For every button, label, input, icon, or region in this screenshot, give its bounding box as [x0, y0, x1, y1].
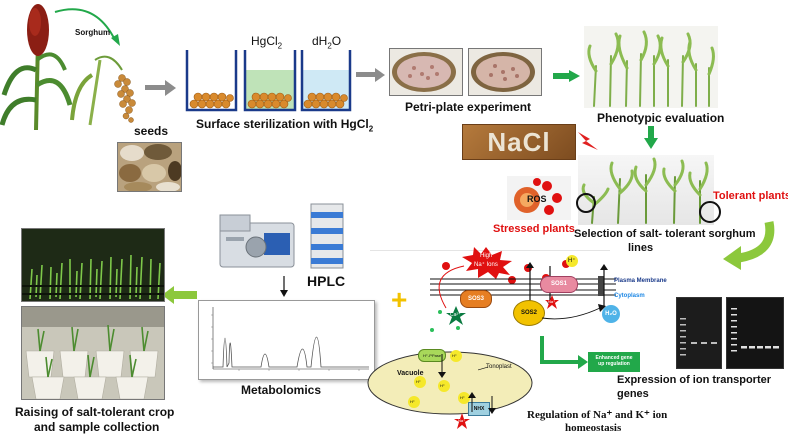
regulation-label-line1: Regulation of Na⁺ and K⁺ ion — [527, 409, 668, 421]
arrow-hplc-to-chromatogram — [280, 276, 288, 297]
h2o-label: H₂O — [605, 311, 617, 317]
seedling-tray-photo — [21, 228, 165, 302]
arrow-petri-to-phenotypic — [553, 70, 580, 82]
vacuole-h-label-1: H⁺ — [416, 379, 421, 384]
ros-label: ROS — [527, 194, 547, 204]
vacuole-h-label-5: H⁺ — [460, 395, 465, 400]
raising-label-line1: Raising of salt-tolerant crop — [15, 405, 175, 419]
tonoplast-label: Tonoplast — [486, 364, 512, 370]
section-divider — [370, 250, 610, 251]
tolerant-stem-circle — [699, 201, 721, 223]
tonoplast-pointer — [478, 366, 488, 371]
seeds-photo — [117, 142, 182, 192]
ca-ion-label: Ca²⁺ — [450, 312, 461, 318]
gel-image-1 — [676, 297, 722, 369]
enhanced-gene-line1: Enhanced gene — [595, 355, 633, 361]
h-ion-top — [566, 255, 578, 267]
na-ion-star-label: Na⁺ — [548, 299, 556, 304]
tolerant-plants-label: Tolerant plants — [713, 190, 788, 202]
chromatogram-panel — [198, 300, 375, 380]
potted-plants-photo — [21, 306, 165, 400]
petri-plate-label: Petri-plate experiment — [405, 100, 532, 114]
selection-label-line1: Selection of salt- tolerant sorghum — [574, 228, 756, 240]
high-na-label-line1: High — [480, 253, 493, 259]
sos3-label: SOS3 — [467, 296, 484, 302]
metabolomics-label: Metabolomics — [241, 383, 322, 397]
plus-sign: + — [391, 284, 408, 315]
h-ppase-label: H⁺-PPase — [422, 353, 442, 358]
selection-label-line2: lines — [628, 242, 654, 254]
enhanced-gene-box: Enhanced gene up regulation — [588, 352, 640, 372]
sos2-protein: SOS2 — [513, 300, 545, 326]
sorghum-plant-illustration — [0, 4, 136, 131]
hplc-label: HPLC — [307, 273, 346, 289]
vacuole-h-label-4: H⁺ — [410, 399, 415, 404]
nacl-label: NaCl — [487, 127, 551, 157]
high-na-label-line2: Na⁺ Ions — [474, 262, 498, 268]
salt-stressed-plants-photo — [578, 155, 714, 225]
expression-label-line1: Expression of ion transporter — [617, 374, 772, 386]
vacuole-na-label: Na⁺ — [458, 418, 466, 423]
raising-label-line2: and sample collection — [34, 420, 160, 434]
phenotypic-evaluation-label: Phenotypic evaluation — [597, 111, 725, 125]
regulation-label-line2: homeostasis — [565, 422, 622, 434]
sterilization-beakers — [185, 50, 352, 112]
petri-plate-photo-1 — [389, 48, 463, 96]
ros-box: ROS — [507, 176, 571, 220]
arrow-phenotypic-to-selection — [644, 126, 658, 149]
vacuole-transport-arrows — [438, 354, 496, 414]
na-ion-star — [545, 295, 559, 309]
h2o-bubble: H₂O — [602, 305, 620, 323]
dh2o-beaker-label: dH2O — [312, 34, 342, 51]
sos3-protein: SOS3 — [460, 290, 492, 308]
vacuole-label: Vacuole — [397, 370, 424, 377]
stressed-stem-circle — [576, 193, 596, 213]
ca-ion-star — [446, 306, 466, 325]
vacuole-h-ions — [408, 350, 470, 408]
seeds-label: seeds — [134, 124, 169, 138]
mass-spectrometer-illustration — [218, 211, 298, 269]
signal-curve — [438, 265, 465, 309]
gel-image-2 — [726, 297, 784, 369]
plasma-membrane-label: Plasma Membrane — [614, 278, 667, 284]
sos2-to-h2o-arrow — [541, 304, 606, 320]
arrow-seeds-to-beakers — [145, 80, 176, 96]
sos1-protein: SOS1 — [540, 276, 578, 293]
vacuole — [367, 351, 533, 415]
high-na-burst — [462, 247, 512, 279]
green-ion-dots — [430, 310, 460, 332]
enhanced-gene-line2: up regulation — [598, 361, 630, 367]
sorghum-label: Sorghum — [75, 28, 111, 37]
vacuole-h-label-3: H⁺ — [440, 383, 445, 388]
sos1-label: SOS1 — [550, 281, 567, 287]
hgcl2-beaker-label: HgCl2 — [251, 34, 283, 51]
expression-label-line2: genes — [617, 388, 649, 400]
vacuole-na-star — [454, 413, 470, 429]
phenotypic-seedlings-photo — [584, 26, 718, 108]
surface-sterilization-label: Surface sterilization with HgCl2 — [196, 117, 374, 134]
petri-plate-photo-2 — [468, 48, 542, 96]
h-ion-top-label: H⁺ — [568, 258, 576, 264]
vacuole-h-label-2: H⁺ — [452, 353, 457, 358]
nacl-block: NaCl — [462, 124, 576, 160]
curved-arrow-to-expression — [723, 221, 775, 270]
nhx-label: NHX — [473, 406, 485, 412]
sos2-label: SOS2 — [520, 310, 537, 316]
arrow-to-raising — [162, 286, 197, 304]
stressed-plants-label: Stressed plants — [493, 223, 575, 235]
cytoplasm-label: Cytoplasm — [614, 293, 645, 299]
stress-lightning-icon — [578, 132, 598, 150]
h-ppase-protein: H⁺-PPase — [418, 349, 446, 362]
arrow-beakers-to-petri — [356, 68, 385, 82]
arrow-to-enhanced-gene — [540, 336, 588, 369]
hplc-instrument-illustration — [307, 202, 347, 270]
